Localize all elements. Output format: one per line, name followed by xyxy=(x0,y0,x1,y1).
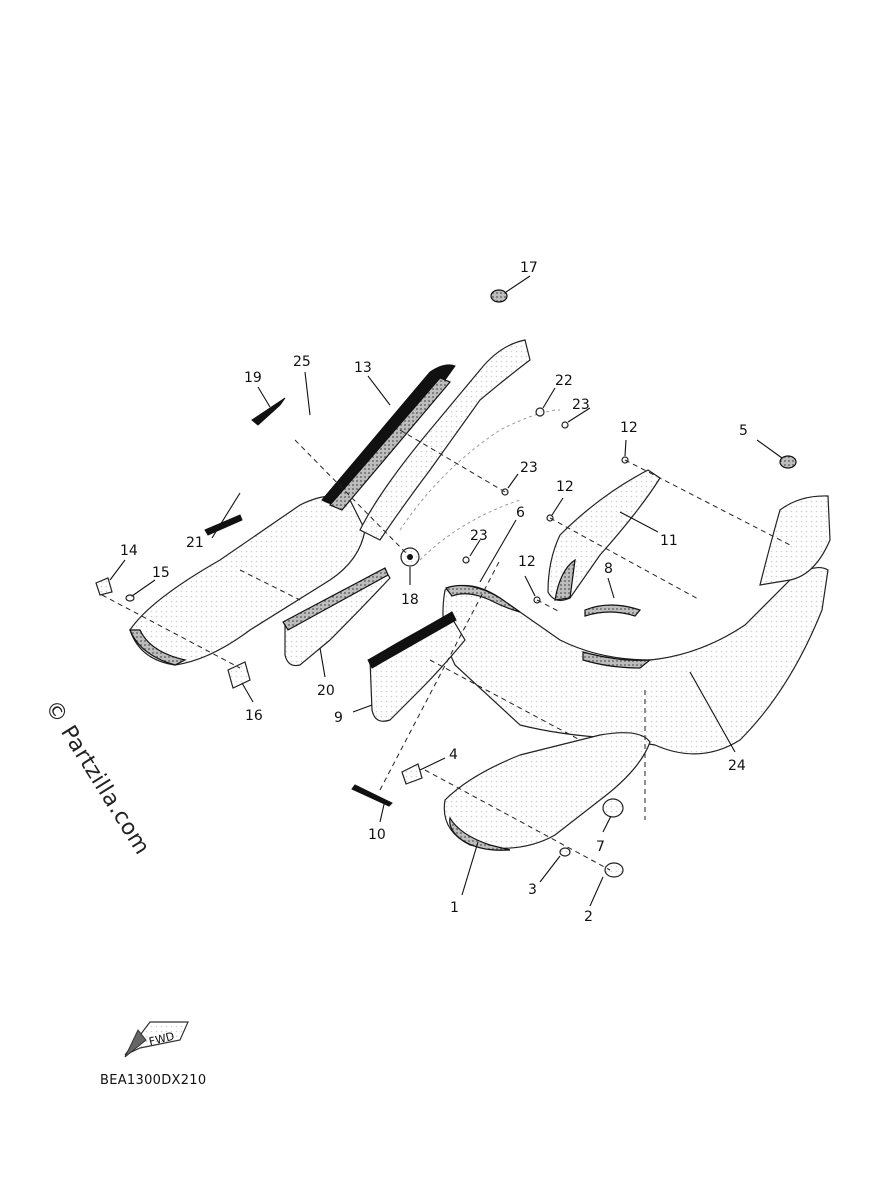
part-7-nut xyxy=(602,798,624,818)
callout-1: 1 xyxy=(450,900,459,916)
part-10-strip xyxy=(351,784,393,807)
part-14-screw xyxy=(95,577,113,596)
part-1-lower-panel xyxy=(443,732,651,849)
callout-4: 4 xyxy=(449,747,458,763)
callout-12-top: 12 xyxy=(620,420,638,436)
part-1-front-tip xyxy=(449,816,511,851)
fwd-arrow-icon xyxy=(124,1021,189,1056)
callout-2: 2 xyxy=(584,909,593,925)
callout-15: 15 xyxy=(152,565,170,581)
part-13-strip-inner xyxy=(329,377,451,511)
callout-21: 21 xyxy=(186,535,204,551)
callout-6: 6 xyxy=(516,505,525,521)
part-frame-bracket xyxy=(359,339,531,541)
part-22-bolt xyxy=(535,407,545,417)
callout-14: 14 xyxy=(120,543,138,559)
callout-17: 17 xyxy=(520,260,538,276)
fwd-label: FWD xyxy=(148,1030,176,1049)
callout-12-mid: 12 xyxy=(556,479,574,495)
callout-7: 7 xyxy=(596,839,605,855)
callout-23-top: 23 xyxy=(572,397,590,413)
callout-9: 9 xyxy=(334,710,343,726)
callout-20: 20 xyxy=(317,683,335,699)
part-15-washer xyxy=(125,594,135,602)
callout-11: 11 xyxy=(660,533,678,549)
part-4-clip xyxy=(401,763,423,785)
callout-18: 18 xyxy=(401,592,419,608)
callout-labels: 1 2 3 4 5 6 7 8 9 10 11 12 12 12 13 14 1… xyxy=(120,260,748,925)
part-24-lower-edge xyxy=(582,651,652,669)
part-19-decal xyxy=(251,397,286,426)
callout-leaders xyxy=(109,275,783,907)
callout-12-low: 12 xyxy=(518,554,536,570)
part-9-top-strip xyxy=(367,611,457,669)
part-21-clip xyxy=(204,514,243,536)
part-20-top-strip xyxy=(282,567,389,631)
callout-8: 8 xyxy=(604,561,613,577)
callout-13: 13 xyxy=(354,360,372,376)
callout-22: 22 xyxy=(555,373,573,389)
diagram-code: BEA1300DX210 xyxy=(100,1073,207,1088)
part-11-center-panel xyxy=(547,469,661,602)
callout-10: 10 xyxy=(368,827,386,843)
part-11-edge xyxy=(554,558,576,601)
part-23-nut-c xyxy=(462,556,470,564)
fwd-arrow-head-icon xyxy=(124,1029,147,1058)
part-9-side-panel xyxy=(369,614,466,722)
callout-5: 5 xyxy=(739,423,748,439)
callout-16: 16 xyxy=(245,708,263,724)
fwd-direction-badge: FWD xyxy=(124,1021,189,1058)
callout-23-mid: 23 xyxy=(520,460,538,476)
part-16-nut xyxy=(227,661,251,689)
callout-23-low: 23 xyxy=(470,528,488,544)
callout-19: 19 xyxy=(244,370,262,386)
part-2-screw xyxy=(604,862,624,878)
assembly-lines xyxy=(101,429,791,871)
callout-3: 3 xyxy=(528,882,537,898)
part-side-cover-front-tip xyxy=(129,629,187,666)
callout-24: 24 xyxy=(728,758,746,774)
part-24-tail-arm xyxy=(759,495,831,586)
part-3-washer xyxy=(559,847,571,857)
part-24-top-edge xyxy=(445,585,521,613)
part-17-grommet xyxy=(490,289,508,303)
part-23-nut-a xyxy=(561,421,569,429)
part-5-grommet xyxy=(779,455,797,469)
part-8-trim xyxy=(584,604,642,617)
callout-25: 25 xyxy=(293,354,311,370)
